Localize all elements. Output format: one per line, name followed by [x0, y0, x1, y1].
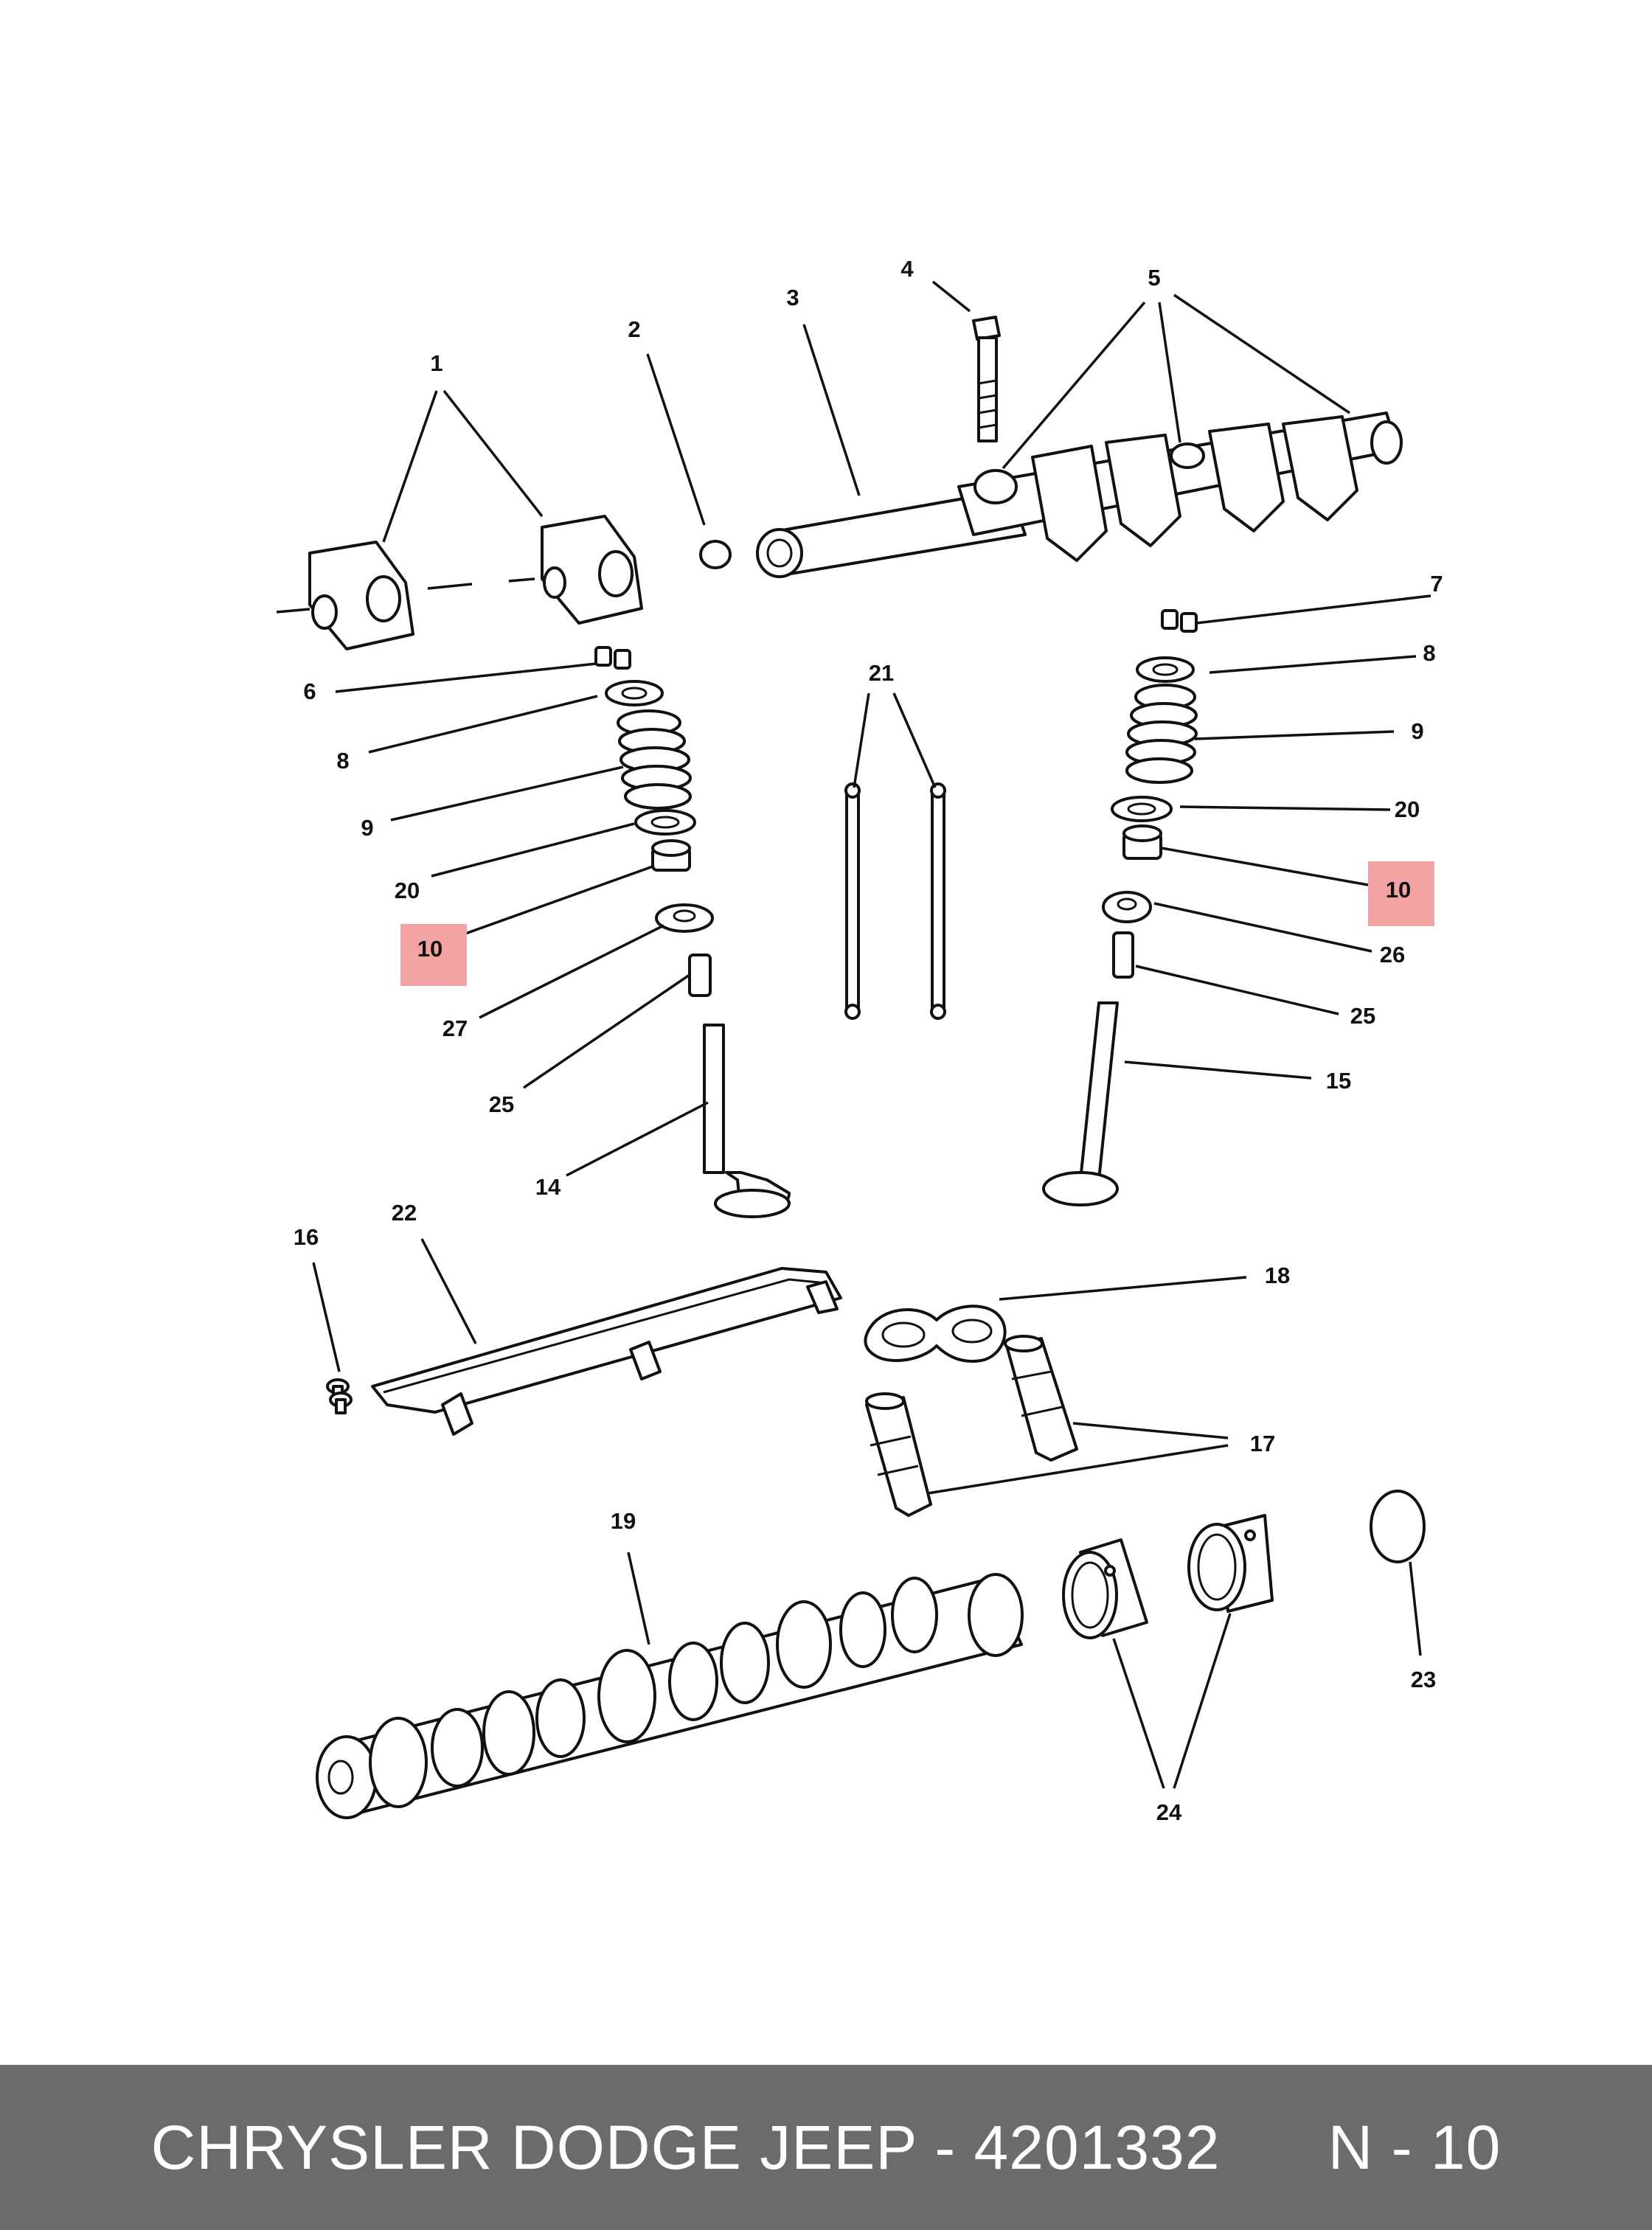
callout-10-right: 10	[1386, 877, 1411, 903]
spring-seat-right	[1111, 796, 1173, 822]
footer-gap	[1221, 2113, 1328, 2182]
callout-10-left: 10	[417, 936, 442, 962]
callout-2: 2	[628, 316, 640, 342]
lifter-right	[1004, 1335, 1078, 1462]
lifter-left	[865, 1392, 932, 1517]
guide-bolts	[326, 1378, 353, 1414]
callout-25-right: 25	[1350, 1003, 1375, 1029]
rocker-arm-assembly	[957, 411, 1403, 562]
retainer-ring	[699, 540, 732, 569]
valve-locks-left	[594, 646, 631, 670]
lifter-retainer	[864, 1305, 1007, 1363]
shield-left	[655, 903, 714, 933]
highlight-box-10-right	[1368, 861, 1434, 926]
callout-9-left: 9	[361, 815, 373, 841]
valve-seal-left	[651, 839, 691, 872]
callout-27: 27	[442, 1015, 468, 1041]
leader-lines	[312, 280, 1431, 1789]
callout-8-left: 8	[336, 748, 349, 774]
valve-locks-right	[1161, 609, 1198, 633]
callout-22: 22	[392, 1200, 417, 1226]
shaft-bolt	[972, 316, 1001, 442]
intake-valve	[703, 1024, 791, 1218]
callout-7: 7	[1430, 571, 1443, 597]
valve-seal-right	[1122, 824, 1162, 860]
footer-separator: -	[916, 2112, 974, 2182]
callout-21: 21	[869, 660, 894, 686]
spring-seat-left	[634, 809, 696, 836]
cam-bearing-left	[1062, 1538, 1148, 1639]
valve-spring-left	[617, 709, 692, 810]
callout-6: 6	[303, 678, 316, 704]
push-rods	[844, 782, 946, 1020]
callout-26: 26	[1380, 942, 1405, 968]
camshaft	[316, 1573, 1024, 1819]
callout-19: 19	[611, 1508, 636, 1534]
rocker-pivot-right	[541, 515, 643, 625]
callout-25-left: 25	[489, 1091, 514, 1117]
rocker-pivot-left	[276, 541, 414, 650]
core-plug	[1370, 1490, 1426, 1563]
callout-14: 14	[535, 1174, 561, 1200]
callout-4: 4	[900, 256, 914, 282]
cam-bearing-right	[1187, 1514, 1274, 1613]
valve-guide-left	[688, 954, 712, 997]
exploded-parts-diagram: 1 2 3 4 5 6 7 8 8 9 9 10 10 14 15 16 17 …	[276, 256, 1443, 1825]
callout-20-right: 20	[1395, 796, 1420, 822]
highlight-box-10-left	[400, 924, 467, 986]
footer-bar: CHRYSLER DODGE JEEP - 4201332 N - 10	[0, 2065, 1652, 2230]
callout-9-right: 9	[1411, 718, 1423, 744]
callout-23: 23	[1411, 1667, 1436, 1692]
callout-16: 16	[294, 1224, 319, 1250]
footer-page: N - 10	[1328, 2112, 1502, 2182]
spring-retainer-right	[1136, 656, 1195, 683]
rocker-shaft	[756, 489, 1027, 578]
footer-caption: CHRYSLER DODGE JEEP - 4201332 N - 10	[151, 2112, 1502, 2184]
push-rod-guide-plate	[371, 1267, 842, 1436]
callout-15: 15	[1326, 1068, 1351, 1094]
valve-guide-right	[1112, 931, 1134, 979]
shield-right	[1102, 891, 1152, 923]
callout-1: 1	[430, 350, 442, 376]
exhaust-valve	[1042, 1001, 1119, 1206]
callout-20-left: 20	[395, 878, 420, 903]
callout-17: 17	[1250, 1431, 1275, 1456]
spring-retainer-left	[605, 680, 664, 706]
callout-labels: 1 2 3 4 5 6 7 8 8 9 9 10 10 14 15 16 17 …	[294, 256, 1443, 1825]
footer-part-number: 4201332	[974, 2112, 1221, 2182]
callout-5: 5	[1148, 265, 1160, 291]
callout-8-right: 8	[1423, 640, 1435, 666]
callout-18: 18	[1265, 1262, 1290, 1288]
callout-3: 3	[786, 285, 799, 310]
valve-spring-right	[1125, 684, 1198, 784]
callout-24: 24	[1156, 1799, 1182, 1825]
footer-brand: CHRYSLER DODGE JEEP	[150, 2112, 917, 2182]
